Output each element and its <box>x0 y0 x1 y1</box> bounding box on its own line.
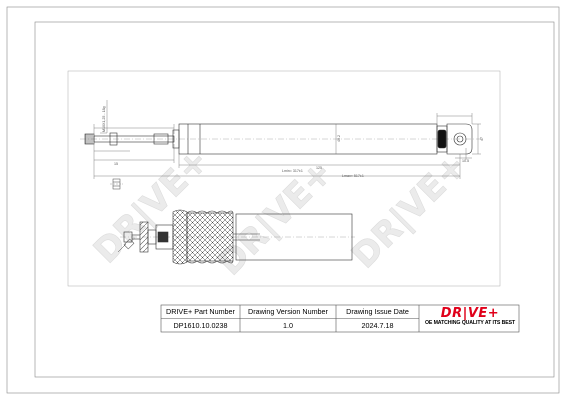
dimension-labels: M10X1,25 - 18g Lmin= 317±1 Lmax= 517±1 1… <box>102 106 484 178</box>
eye-dia-label: 10.5 <box>462 159 469 163</box>
short-tail-label: 15 <box>114 162 118 166</box>
value-part-number: DP1610.10.0238 <box>173 320 228 330</box>
watermark-3: DR|VE+ <box>344 146 475 277</box>
dimension-lines <box>93 100 481 179</box>
logo-wordmark: DR|VE+ <box>440 306 500 321</box>
right-dia-label: 47 <box>480 137 484 141</box>
thread-spec-label: M10X1,25 - 18g <box>102 106 106 132</box>
end-view-detail <box>110 178 123 190</box>
title-block-grid <box>160 304 520 333</box>
eye-width-label: 40.2 <box>337 135 341 142</box>
brand-logo: DR|VE+ OE MATCHING QUALITY AT ITS BEST <box>421 304 519 330</box>
drawing-area-frame <box>67 70 501 287</box>
watermark-group: DR|VE+ DR|VE+ DR|VE+ <box>86 140 475 283</box>
rod-assembly-lower-view <box>120 209 355 265</box>
shock-absorber-top-view <box>80 123 482 155</box>
inner-frame <box>34 21 555 378</box>
outer-frame <box>6 6 560 394</box>
upper-mid-label: 125 <box>316 166 322 170</box>
value-version: 1.0 <box>283 320 293 330</box>
mount-bushing <box>437 129 447 149</box>
header-issue-date: Drawing Issue Date <box>346 307 409 316</box>
stroke-length-label: Lmin= 317±1 <box>282 169 303 173</box>
lower-view-callout <box>117 238 135 253</box>
header-part-number: DRIVE+ Part Number <box>166 307 235 316</box>
header-version: Drawing Version Number <box>248 307 328 316</box>
extended-length-label: Lmax= 517±1 <box>342 174 364 178</box>
logo-tagline: OE MATCHING QUALITY AT ITS BEST <box>424 320 516 326</box>
value-issue-date: 2024.7.18 <box>361 320 394 330</box>
